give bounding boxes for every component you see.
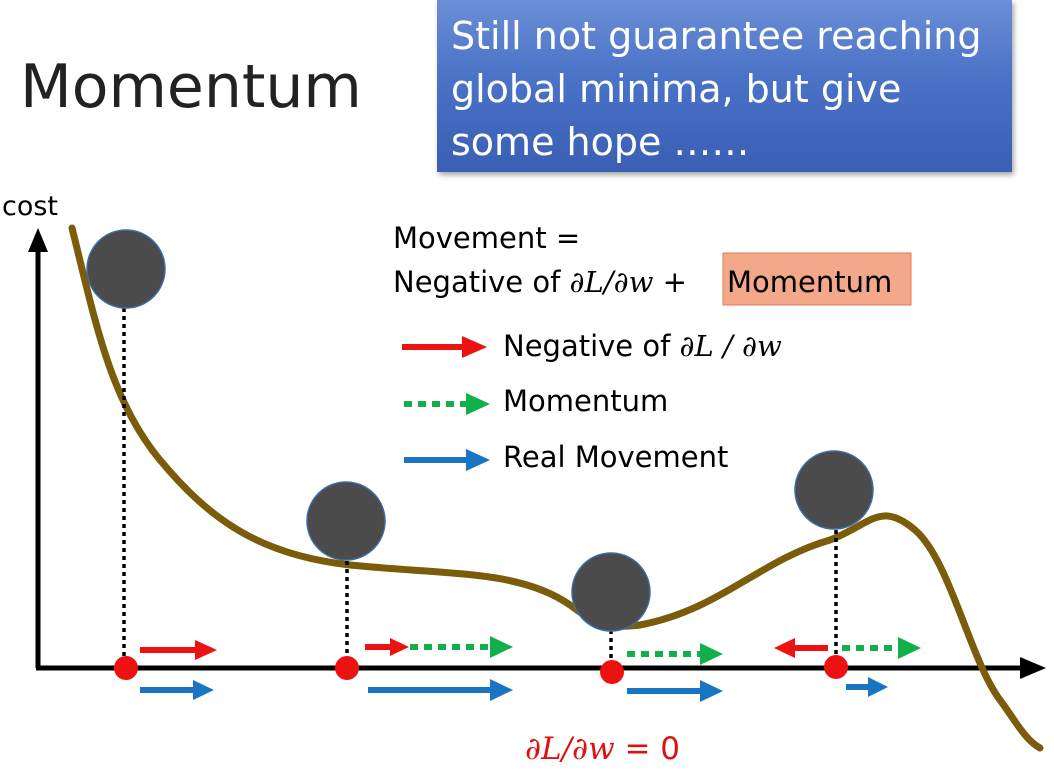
legend-momentum-arrowhead: [466, 393, 490, 415]
axis-point-4: [824, 655, 848, 679]
legend-gradient-prefix: Negative of: [503, 329, 680, 363]
axis-point-2: [335, 656, 359, 680]
slide-title: Momentum: [20, 52, 362, 122]
y-axis-arrowhead: [28, 228, 48, 252]
formula-line-2: Negative of ∂L/∂w +: [393, 265, 687, 299]
ball-1: [86, 229, 166, 309]
ball-4: [794, 450, 874, 530]
formula-highlight-text: Momentum: [727, 265, 892, 299]
formula-plus: +: [653, 265, 687, 299]
ball-2: [306, 481, 386, 561]
legend-gradient-math: ∂L / ∂w: [680, 329, 782, 363]
axis-point-3: [600, 660, 624, 684]
callout-box: Still not guarantee reaching global mini…: [437, 0, 1012, 172]
zero-gradient-math: ∂L/∂w: [525, 731, 615, 767]
legend-real-arrowhead: [466, 449, 490, 471]
zero-gradient-label: ∂L/∂w = 0: [525, 731, 680, 767]
momentum-highlight-box: [722, 252, 912, 306]
real-arrowhead-2: [490, 679, 513, 701]
legend-gradient-arrowhead: [462, 336, 487, 358]
gradient-arrowhead-1: [195, 640, 217, 660]
real-arrowhead-1: [193, 680, 214, 700]
x-axis-arrowhead: [1020, 657, 1046, 679]
real-arrowhead-3: [700, 680, 723, 702]
momentum-arrowhead-3: [700, 643, 723, 665]
legend-real-label: Real Movement: [503, 440, 728, 474]
zero-gradient-suffix: = 0: [615, 731, 680, 767]
momentum-arrowhead-4: [898, 637, 921, 659]
formula-line-1: Movement =: [393, 221, 580, 255]
momentum-arrowhead-2: [490, 636, 513, 658]
legend-gradient-label: Negative of ∂L / ∂w: [503, 329, 782, 363]
y-axis-label: cost: [2, 191, 58, 222]
ball-3: [571, 552, 651, 632]
formula-math: ∂L/∂w: [570, 265, 654, 299]
formula-prefix: Negative of: [393, 265, 570, 299]
axis-point-1: [114, 656, 138, 680]
legend-momentum-label: Momentum: [503, 384, 668, 418]
gradient-arrowhead-4: [774, 638, 795, 658]
real-arrowhead-4: [868, 677, 888, 697]
gradient-arrowhead-2: [390, 638, 409, 656]
